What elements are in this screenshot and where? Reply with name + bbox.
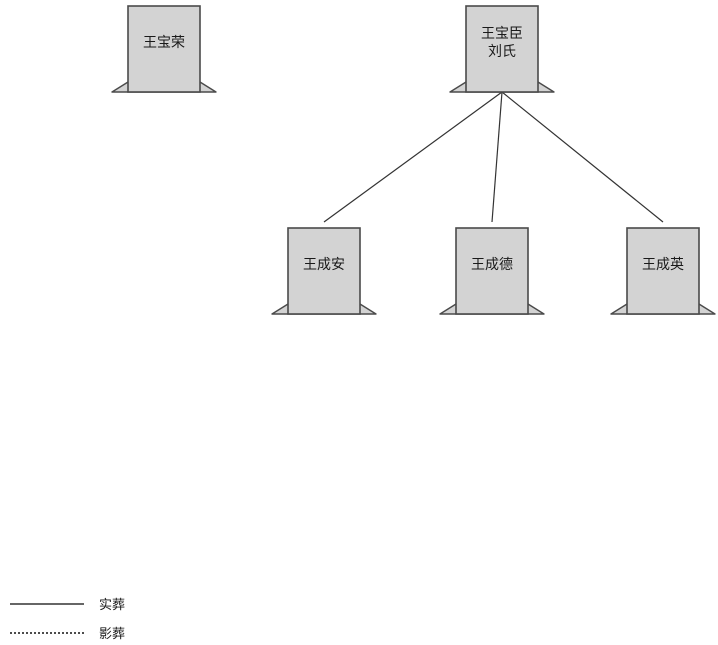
legend-solid-label: 实葬 [99,598,125,613]
tombstone-stone [455,227,529,315]
links-layer [323,91,664,223]
link-wang-baochen-to-wang-chengde [491,91,503,223]
legend-dotted-label: 影葬 [99,627,125,642]
tombstone-wang-baorong: 王宝荣 [111,5,217,93]
tombstone-name: 刘氏 [488,44,516,60]
link-wang-baochen-to-wang-chengan [323,91,503,223]
tombstone-wang-chengan: 王成安 [271,227,377,315]
link-wang-baochen-to-wang-chengying [501,91,664,223]
tombstone-stone [626,227,700,315]
tombstone-stone [287,227,361,315]
tombstone-name: 王宝荣 [143,35,185,51]
tombstone-stone [127,5,201,93]
tombstone-name: 王宝臣 [481,26,523,42]
tombstone-wang-chengde: 王成德 [439,227,545,315]
tombstone-name: 王成英 [642,256,684,273]
tombstone-name: 王成安 [303,257,345,273]
tombstone-wang-chengying: 王成英 [610,227,716,315]
tombstone-stone [465,5,539,93]
legend: 实葬 影葬 [10,598,125,642]
tombstone-name: 王成德 [471,257,513,273]
